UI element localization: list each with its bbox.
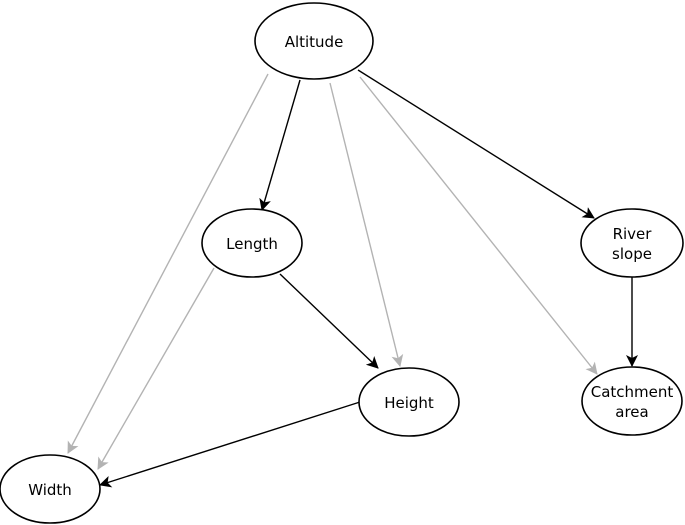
edge-length-to-width — [97, 267, 215, 470]
edge-altitude-to-height — [329, 82, 404, 367]
node-width-ellipse — [0, 454, 101, 524]
node-height-ellipse — [358, 367, 460, 437]
edge-altitude-to-length — [259, 79, 301, 211]
node-altitude-ellipse — [254, 2, 374, 80]
edge-height-to-width — [99, 401, 361, 488]
node-altitude: Altitude — [254, 2, 374, 80]
edges-layer — [67, 69, 638, 488]
node-altitude-label: Altitude — [285, 33, 344, 51]
node-height-label: Height — [384, 394, 434, 412]
edge-altitude-to-river-slope — [357, 69, 595, 219]
node-catchment-area-ellipse — [581, 366, 683, 436]
node-river-slope-ellipse — [580, 208, 684, 278]
edge-altitude-to-catchment-area — [359, 76, 598, 375]
node-river-slope-label-line-2: slope — [612, 245, 652, 263]
node-width-label: Width — [28, 481, 72, 499]
node-catchment-area-label-line-2: area — [615, 403, 648, 421]
edge-altitude-to-width — [67, 73, 269, 454]
node-catchment-area-label-line-1: Catchment — [591, 383, 674, 401]
edge-length-to-height — [279, 273, 379, 369]
node-height: Height — [358, 367, 460, 437]
node-length: Length — [201, 208, 303, 278]
node-catchment-area: Catchment area — [581, 366, 683, 436]
node-length-ellipse — [201, 208, 303, 278]
node-river-slope: River slope — [580, 208, 684, 278]
node-river-slope-label-line-1: River — [613, 225, 653, 243]
node-length-label: Length — [226, 235, 278, 253]
node-width: Width — [0, 454, 101, 524]
